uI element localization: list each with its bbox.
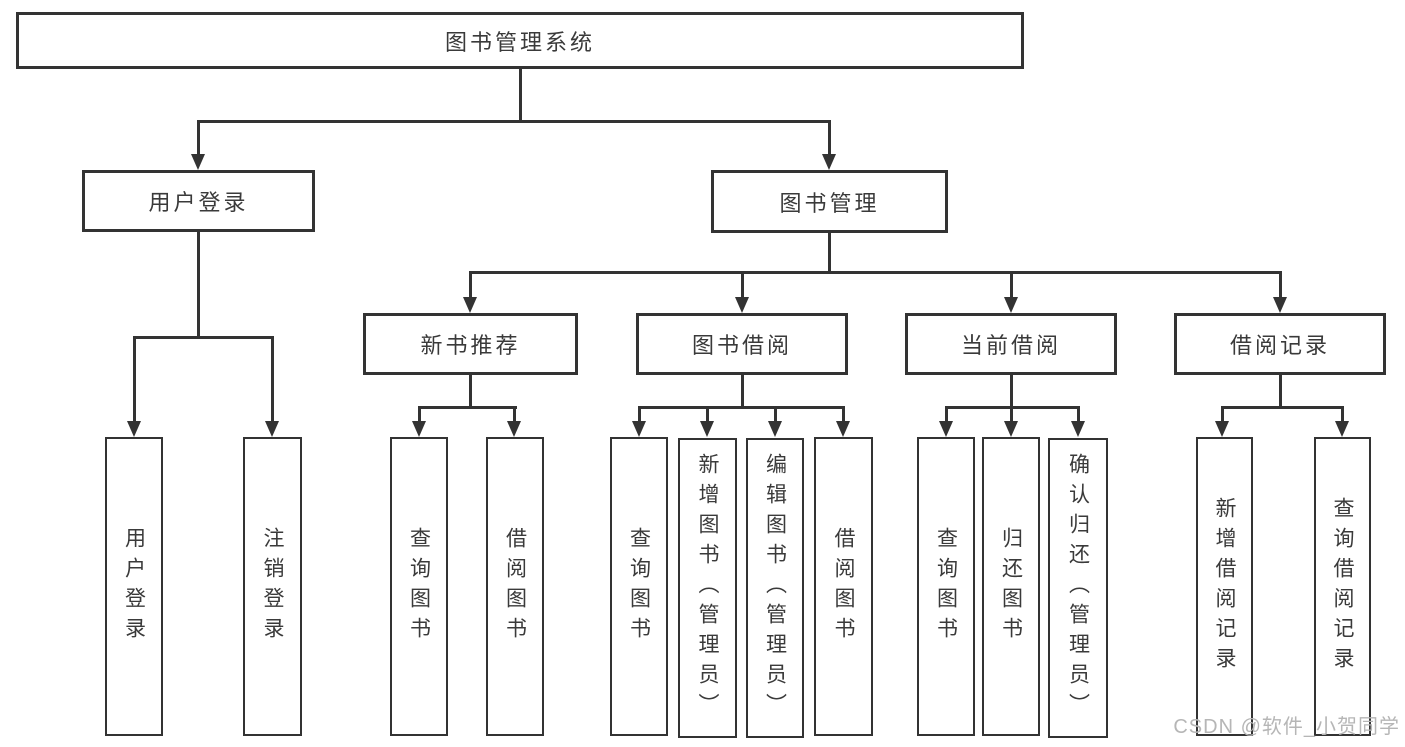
node-book-management: 图书管理 (711, 170, 948, 233)
arrowhead-icon (700, 421, 714, 437)
arrowhead-icon (768, 421, 782, 437)
connector-line (469, 271, 1282, 274)
connector-line (271, 336, 274, 422)
connector-line (1077, 406, 1080, 423)
node-label: 查询借阅记录 (1331, 496, 1354, 677)
node-label: 图书借阅 (691, 333, 792, 358)
node-new-book-recommend: 新书推荐 (363, 313, 578, 375)
node-label: 注销登录 (261, 526, 284, 647)
leaf-add-book-admin: 新增图书（管理员） (678, 438, 737, 738)
leaf-query-borrow-record: 查询借阅记录 (1314, 437, 1371, 736)
connector-line (469, 271, 472, 299)
node-label: 借阅图书 (503, 526, 527, 647)
node-root: 图书管理系统 (16, 12, 1024, 69)
node-label: 借阅记录 (1229, 333, 1330, 358)
arrowhead-icon (1215, 421, 1229, 437)
connector-line (133, 336, 274, 339)
connector-line (1221, 406, 1224, 423)
arrowhead-icon (836, 421, 850, 437)
node-label: 用户登录 (122, 526, 146, 647)
arrowhead-icon (822, 154, 836, 170)
connector-line (513, 406, 516, 423)
connector-line (418, 406, 517, 409)
leaf-logout: 注销登录 (243, 437, 302, 736)
arrowhead-icon (1273, 297, 1287, 313)
node-label: 新增图书（管理员） (696, 453, 719, 723)
leaf-borrow-book-1: 借阅图书 (486, 437, 544, 736)
node-label: 图书管理 (779, 190, 880, 216)
connector-line (706, 406, 709, 423)
arrowhead-icon (632, 421, 646, 437)
node-borrow-record: 借阅记录 (1174, 313, 1386, 375)
connector-line (638, 406, 641, 423)
arrowhead-icon (1004, 297, 1018, 313)
node-book-borrow: 图书借阅 (636, 313, 848, 375)
connector-line (828, 232, 831, 273)
node-label: 查询图书 (627, 526, 651, 647)
leaf-query-book-1: 查询图书 (390, 437, 448, 736)
leaf-borrow-book-2: 借阅图书 (814, 437, 873, 736)
node-label: 图书管理系统 (444, 29, 595, 55)
connector-line (741, 271, 744, 299)
leaf-confirm-return-admin: 确认归还（管理员） (1048, 438, 1108, 738)
csdn-watermark: CSDN @软件_小贺同学 (1173, 716, 1400, 738)
connector-line (828, 120, 831, 156)
arrowhead-icon (1004, 421, 1018, 437)
connector-line (469, 375, 472, 408)
node-label: 当前借阅 (960, 333, 1061, 358)
arrowhead-icon (939, 421, 953, 437)
leaf-query-book-2: 查询图书 (610, 437, 668, 736)
connector-line (1279, 375, 1282, 408)
connector-line (197, 120, 200, 156)
connector-line (945, 406, 948, 423)
connector-line (1221, 406, 1344, 409)
node-label: 归还图书 (999, 526, 1023, 647)
leaf-user-login: 用户登录 (105, 437, 163, 736)
leaf-query-book-3: 查询图书 (917, 437, 975, 736)
node-label: 编辑图书（管理员） (763, 453, 787, 723)
connector-line (774, 406, 777, 423)
node-current-borrow: 当前借阅 (905, 313, 1117, 375)
connector-line (1010, 271, 1013, 299)
node-label: 查询图书 (934, 526, 958, 647)
node-label: 用户登录 (148, 190, 249, 215)
arrowhead-icon (412, 421, 426, 437)
connector-line (197, 120, 831, 123)
node-label: 新书推荐 (420, 333, 521, 358)
connector-line (1010, 375, 1013, 408)
node-label: 借阅图书 (832, 526, 855, 647)
leaf-add-borrow-record: 新增借阅记录 (1196, 437, 1253, 736)
leaf-return-book: 归还图书 (982, 437, 1040, 736)
connector-line (418, 406, 421, 423)
arrowhead-icon (735, 297, 749, 313)
arrowhead-icon (265, 421, 279, 437)
arrowhead-icon (463, 297, 477, 313)
arrowhead-icon (507, 421, 521, 437)
connector-line (1279, 271, 1282, 299)
arrowhead-icon (1071, 421, 1085, 437)
node-label: 确认归还（管理员） (1066, 453, 1090, 723)
connector-line (1010, 406, 1013, 423)
leaf-edit-book-admin: 编辑图书（管理员） (746, 438, 804, 738)
connector-line (133, 336, 136, 422)
node-label: 查询图书 (407, 526, 431, 647)
node-user-login: 用户登录 (82, 170, 315, 232)
connector-line (1341, 406, 1344, 423)
connector-line (638, 406, 845, 409)
connector-line (519, 68, 522, 122)
arrowhead-icon (127, 421, 141, 437)
connector-line (741, 375, 744, 408)
connector-line (842, 406, 845, 423)
arrowhead-icon (1335, 421, 1349, 437)
arrowhead-icon (191, 154, 205, 170)
connector-line (197, 232, 200, 338)
node-label: 新增借阅记录 (1213, 496, 1236, 677)
